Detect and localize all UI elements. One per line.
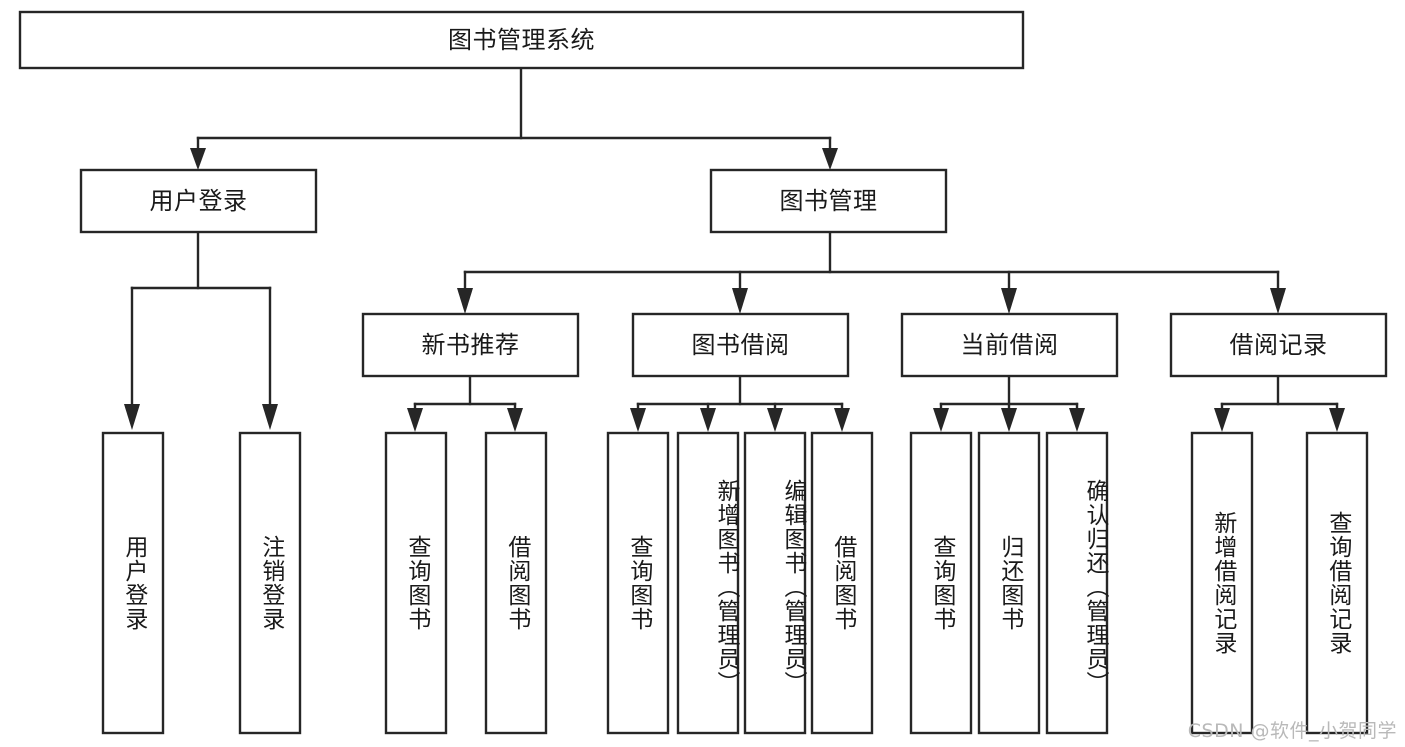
node-box-leaf-user-login[interactable] <box>101 431 165 735</box>
node-box-leaf-query-book-1[interactable] <box>384 431 448 735</box>
arrow-user-login-b1-icon <box>124 404 140 430</box>
node-box-borrow-record[interactable] <box>1169 312 1388 378</box>
arrow-bm-c1-icon <box>457 288 473 314</box>
node-box-leaf-edit-book[interactable] <box>743 431 807 735</box>
node-box-new-book-recommend[interactable] <box>361 312 580 378</box>
arrow-bm-c3-icon <box>1001 288 1017 314</box>
node-box-leaf-borrow-book-2[interactable] <box>810 431 874 735</box>
node-box-user-login[interactable] <box>79 168 318 234</box>
node-box-leaf-query-book-3[interactable] <box>909 431 973 735</box>
arrow-bb-b2-icon <box>700 408 716 432</box>
node-box-book-management[interactable] <box>709 168 948 234</box>
arrow-root-to-user-login-icon <box>190 148 206 170</box>
arrow-bm-c2-icon <box>732 288 748 314</box>
arrow-nbr-b2-icon <box>507 408 523 432</box>
connector-group-root <box>190 66 838 170</box>
node-box-current-borrow[interactable] <box>900 312 1119 378</box>
node-box-leaf-return-book[interactable] <box>977 431 1041 735</box>
connector-group-user-login <box>124 230 278 430</box>
node-box-leaf-add-record[interactable] <box>1190 431 1254 735</box>
arrow-bb-b1-icon <box>630 408 646 432</box>
connector-group-current-borrow <box>933 374 1085 432</box>
arrow-root-to-book-management-icon <box>822 148 838 170</box>
node-box-root[interactable] <box>18 10 1025 70</box>
arrow-cb-b2-icon <box>1001 408 1017 432</box>
arrow-bm-c4-icon <box>1270 288 1286 314</box>
arrow-nbr-b1-icon <box>407 408 423 432</box>
arrow-br-b2-icon <box>1329 408 1345 432</box>
arrow-bb-b4-icon <box>834 408 850 432</box>
arrow-cb-b1-icon <box>933 408 949 432</box>
node-box-leaf-borrow-book-1[interactable] <box>484 431 548 735</box>
connector-group-book-borrow <box>630 374 850 432</box>
node-box-leaf-confirm-return[interactable] <box>1045 431 1109 735</box>
arrow-cb-b3-icon <box>1069 408 1085 432</box>
connector-group-new-book-recommend <box>407 374 523 432</box>
node-box-book-borrow[interactable] <box>631 312 850 378</box>
connector-group-borrow-record <box>1214 374 1345 432</box>
node-box-leaf-logout[interactable] <box>238 431 302 735</box>
node-box-leaf-add-book[interactable] <box>676 431 740 735</box>
connector-group-book-management <box>457 230 1286 314</box>
arrow-br-b1-icon <box>1214 408 1230 432</box>
arrow-user-login-b2-icon <box>262 404 278 430</box>
node-box-leaf-query-book-2[interactable] <box>606 431 670 735</box>
arrow-bb-b3-icon <box>767 408 783 432</box>
node-box-leaf-query-record[interactable] <box>1305 431 1369 735</box>
